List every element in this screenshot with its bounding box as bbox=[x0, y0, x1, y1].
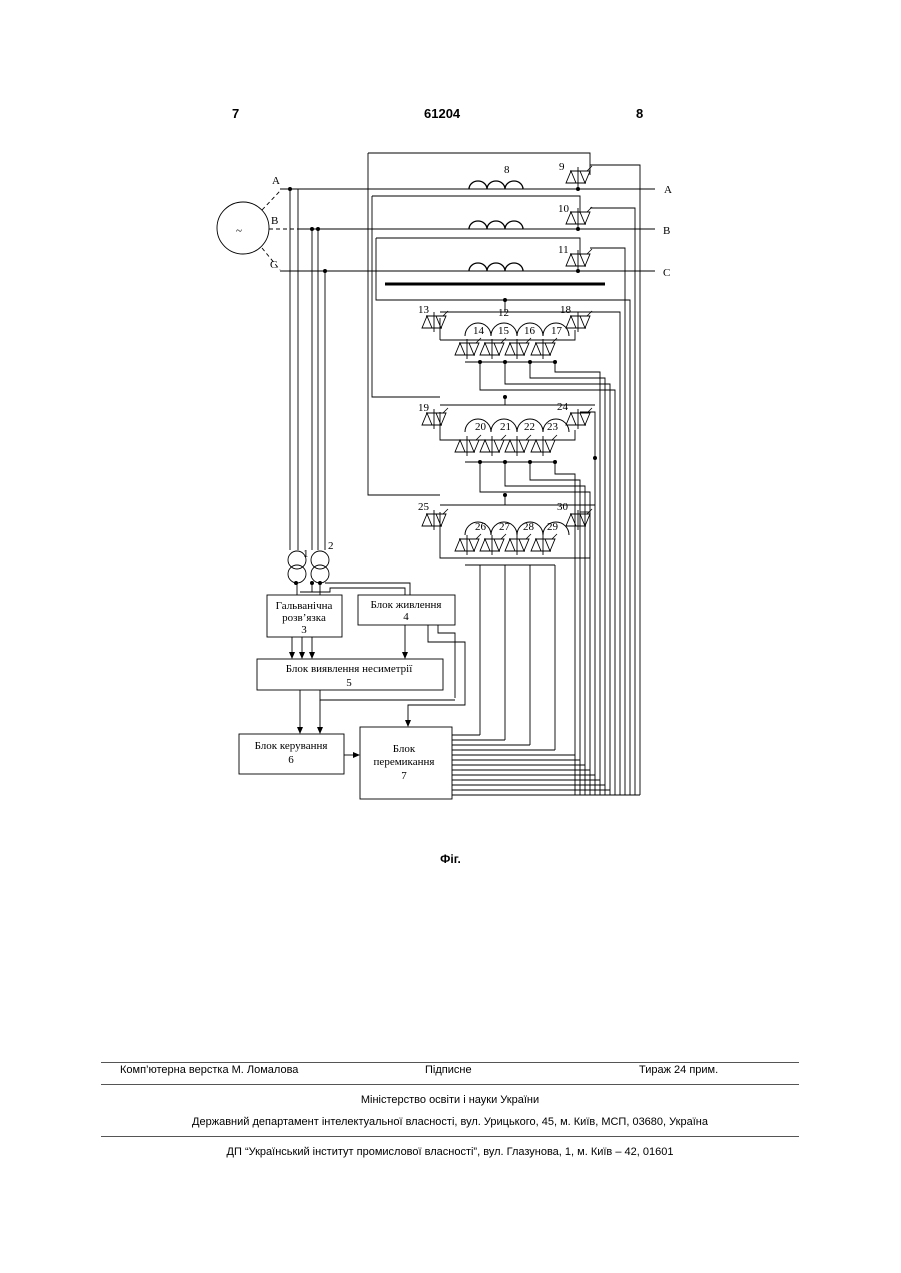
phase-label-c-in: C bbox=[270, 259, 277, 271]
label-11: 11 bbox=[558, 244, 569, 256]
label-13: 13 bbox=[418, 304, 430, 316]
thyristor-9 bbox=[566, 166, 592, 187]
label-1: 1 bbox=[303, 548, 309, 560]
label-26: 26 bbox=[475, 521, 487, 533]
footer-signed: Підписне bbox=[425, 1064, 472, 1076]
label-24: 24 bbox=[557, 401, 569, 413]
footer-circulation: Тираж 24 прим. bbox=[639, 1064, 718, 1076]
label-10: 10 bbox=[558, 203, 570, 215]
label-12: 12 bbox=[498, 307, 509, 319]
footer-rule-top bbox=[101, 1062, 799, 1063]
block5-number: 5 bbox=[346, 677, 352, 689]
label-18: 18 bbox=[560, 304, 572, 316]
label-16: 16 bbox=[524, 325, 536, 337]
thyristor-11 bbox=[566, 249, 592, 270]
phase-label-a-out: A bbox=[664, 184, 672, 196]
label-2: 2 bbox=[328, 540, 334, 552]
footer-department: Державний департамент інтелектуальної вл… bbox=[101, 1116, 799, 1128]
phase-label-b-in: B bbox=[271, 215, 278, 227]
block6-title: Блок керування bbox=[255, 740, 328, 752]
footer-rule-middle bbox=[101, 1084, 799, 1085]
generator-label: ~ bbox=[236, 225, 242, 237]
label-8: 8 bbox=[504, 164, 510, 176]
block5-title: Блок виявлення несиметрії bbox=[286, 663, 414, 675]
reactor-coil-c bbox=[469, 263, 523, 271]
figure-caption: Фіг. bbox=[0, 852, 901, 866]
block7-number: 7 bbox=[401, 770, 407, 782]
label-21: 21 bbox=[500, 421, 511, 433]
block4-title: Блок живлення bbox=[371, 599, 442, 611]
label-30: 30 bbox=[557, 501, 569, 513]
block3-title-line1: Гальванічна bbox=[276, 600, 333, 612]
phase-label-b-out: B bbox=[663, 225, 670, 237]
generator-symbol bbox=[217, 202, 269, 254]
label-25: 25 bbox=[418, 501, 430, 513]
label-23: 23 bbox=[547, 421, 559, 433]
footer-ministry: Міністерство освіти і науки України bbox=[101, 1094, 799, 1106]
phase-label-a-in: A bbox=[272, 175, 280, 187]
reactor-coil-a bbox=[469, 181, 523, 189]
label-9: 9 bbox=[559, 161, 565, 173]
label-28: 28 bbox=[523, 521, 535, 533]
footer-institute: ДП “Український інститут промислової вла… bbox=[101, 1146, 799, 1158]
label-22: 22 bbox=[524, 421, 535, 433]
footer-typesetting: Комп’ютерна верстка М. Ломалова bbox=[120, 1064, 298, 1076]
label-20: 20 bbox=[475, 421, 487, 433]
thyristor-10 bbox=[566, 207, 592, 228]
label-27: 27 bbox=[499, 521, 511, 533]
block7-title-line2: перемикання bbox=[374, 756, 435, 768]
phase-label-c-out: C bbox=[663, 267, 670, 279]
block3-number: 3 bbox=[301, 624, 307, 636]
footer-rule-bottom bbox=[101, 1136, 799, 1137]
block6-number: 6 bbox=[288, 754, 294, 766]
block4-number: 4 bbox=[403, 611, 409, 623]
reactor-coil-b bbox=[469, 221, 523, 229]
label-29: 29 bbox=[547, 521, 559, 533]
block7-title-line1: Блок bbox=[393, 743, 416, 755]
label-15: 15 bbox=[498, 325, 510, 337]
block3-title-line2: розв’язка bbox=[282, 612, 326, 624]
label-17: 17 bbox=[551, 325, 563, 337]
label-19: 19 bbox=[418, 402, 430, 414]
label-14: 14 bbox=[473, 325, 485, 337]
